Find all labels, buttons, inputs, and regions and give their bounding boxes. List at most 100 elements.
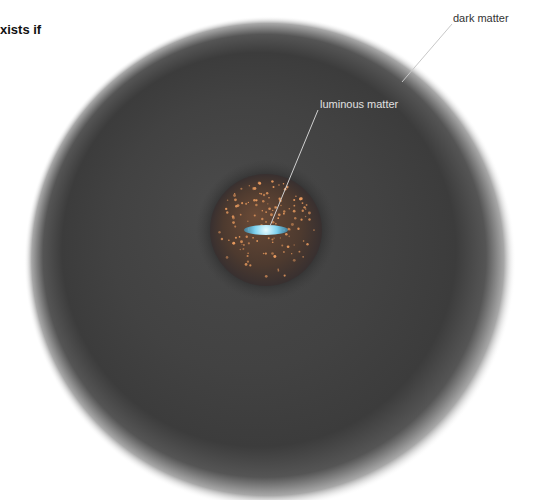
star-dot xyxy=(300,219,302,221)
star-dot xyxy=(248,242,250,244)
luminous-sphere xyxy=(210,174,322,286)
star-dot xyxy=(288,208,290,210)
star-dot xyxy=(272,210,273,211)
star-dot xyxy=(298,251,300,253)
star-dot xyxy=(313,229,315,231)
star-dot xyxy=(241,202,243,204)
star-dot xyxy=(218,231,220,233)
star-dot xyxy=(271,180,273,182)
star-dot xyxy=(270,213,273,216)
star-dot xyxy=(234,198,237,201)
star-dot xyxy=(267,203,268,204)
star-dot xyxy=(265,221,267,223)
star-dot xyxy=(277,217,279,219)
leader-line xyxy=(402,24,452,82)
star-dot xyxy=(271,238,273,240)
star-dot xyxy=(240,240,243,243)
star-dot xyxy=(281,245,283,247)
star-dot xyxy=(293,199,295,201)
star-dot xyxy=(275,223,277,225)
star-dot xyxy=(266,192,268,194)
star-dot xyxy=(239,236,241,238)
star-dot xyxy=(242,248,244,250)
inner-shadow-ring xyxy=(196,160,336,300)
star-dot xyxy=(263,194,265,196)
star-dot xyxy=(226,211,228,213)
callout-label: luminous matter xyxy=(320,98,398,110)
star-dot xyxy=(271,181,273,183)
star-dot xyxy=(265,211,267,213)
star-dot xyxy=(277,268,279,270)
galaxy-disk xyxy=(244,225,288,235)
star-dot xyxy=(260,193,262,195)
callout-label: dark matter xyxy=(453,12,509,24)
star-dot xyxy=(262,200,265,203)
star-dot xyxy=(255,199,257,201)
star-dot xyxy=(234,226,236,228)
star-dot xyxy=(291,253,292,254)
star-dot xyxy=(249,264,251,266)
star-dot xyxy=(252,237,254,239)
star-dot xyxy=(274,206,277,209)
star-dot xyxy=(245,203,247,205)
star-dot xyxy=(233,194,236,197)
star-dot xyxy=(252,188,254,190)
star-dot xyxy=(258,182,261,185)
star-dot xyxy=(302,202,304,204)
star-dot xyxy=(284,274,286,276)
star-dot xyxy=(265,252,267,254)
star-dot xyxy=(261,218,263,220)
star-dot xyxy=(293,205,295,207)
star-dot xyxy=(221,238,224,241)
star-dot xyxy=(235,237,237,239)
dark-matter-halo xyxy=(24,16,516,500)
star-dot xyxy=(308,218,310,220)
star-dot xyxy=(294,217,296,219)
star-dot xyxy=(306,204,308,206)
star-dot xyxy=(241,244,242,245)
star-dot xyxy=(262,210,263,211)
star-dot xyxy=(240,188,242,190)
star-dot xyxy=(232,217,235,220)
star-dot xyxy=(258,181,261,184)
star-dot xyxy=(285,233,288,236)
star-dot xyxy=(283,210,285,212)
star-dot xyxy=(225,208,227,210)
star-dot xyxy=(278,213,281,216)
cut-off-text: xists if xyxy=(0,22,41,37)
star-dot xyxy=(278,270,280,272)
star-dot xyxy=(293,259,296,262)
star-dot xyxy=(247,261,249,263)
star-dot xyxy=(240,214,242,216)
star-dot xyxy=(308,212,311,215)
star-dot xyxy=(297,228,299,230)
star-dot xyxy=(273,237,274,238)
star-dot xyxy=(252,187,254,189)
star-dot xyxy=(245,263,248,266)
star-dot xyxy=(234,193,235,194)
star-dot xyxy=(278,184,279,185)
star-dot xyxy=(243,244,245,246)
star-dot xyxy=(247,253,249,255)
star-dot xyxy=(280,237,281,238)
star-dot xyxy=(259,193,261,195)
star-dot xyxy=(283,251,285,253)
star-dot xyxy=(272,241,274,243)
star-dot xyxy=(303,240,305,242)
star-dot xyxy=(271,252,274,255)
star-dot xyxy=(305,216,307,218)
star-dot xyxy=(283,183,284,184)
star-dot xyxy=(263,253,265,255)
star-dot xyxy=(232,242,235,245)
star-dot xyxy=(232,221,235,224)
star-dot xyxy=(288,228,290,230)
star-dot xyxy=(235,205,238,208)
star-dot xyxy=(300,197,303,200)
star-dot xyxy=(247,221,249,223)
star-dot xyxy=(293,210,296,213)
star-dot xyxy=(265,275,268,278)
star-dot xyxy=(293,244,294,245)
star-dot xyxy=(287,245,290,248)
star-dot xyxy=(227,199,229,201)
